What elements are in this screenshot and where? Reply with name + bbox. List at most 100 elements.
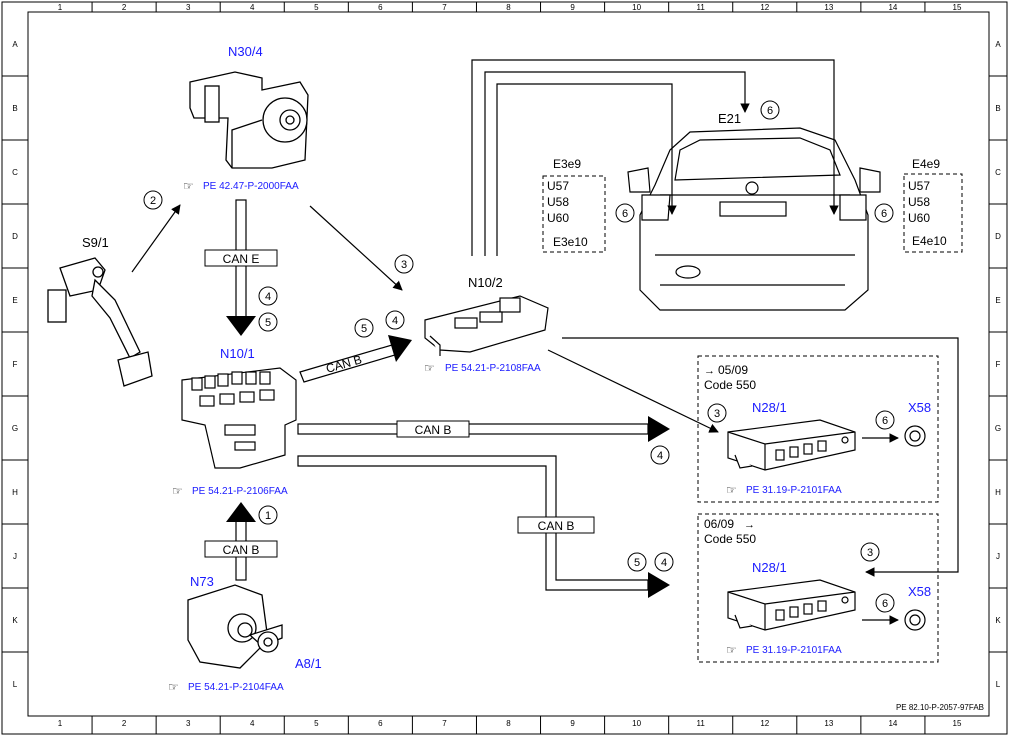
connector-n10-2-e21 xyxy=(471,59,839,256)
grid-col-label: 4 xyxy=(250,719,255,728)
grid-col-label: 13 xyxy=(824,3,833,12)
trailer-module-icon xyxy=(727,579,856,631)
condition-date-bottom: 06/09 xyxy=(704,517,734,531)
vehicle-rear-view-icon xyxy=(627,127,881,311)
step-marker-number: 1 xyxy=(265,510,271,522)
grid-row-label: K xyxy=(995,616,1001,625)
right-tail-lamp-box xyxy=(903,173,963,253)
grid-col-label: 13 xyxy=(824,719,833,728)
grid-row-label: J xyxy=(13,552,17,561)
step-marker-number: 6 xyxy=(767,105,773,117)
right-bulb-u60: U60 xyxy=(908,211,930,225)
trailer-socket-icon xyxy=(904,425,926,447)
grid-row-label: G xyxy=(12,424,18,433)
s9-1-label: S9/1 xyxy=(82,235,109,250)
step-marker-number: 4 xyxy=(661,557,667,569)
grid-col-label: 3 xyxy=(186,719,191,728)
step-marker-number: 6 xyxy=(881,208,887,220)
ignition-switch-icon xyxy=(187,584,283,669)
step-marker-number: 3 xyxy=(401,259,407,271)
n10-2-label: N10/2 xyxy=(468,275,503,290)
grid-row-label: L xyxy=(996,680,1001,689)
grid-row-label: B xyxy=(995,104,1000,113)
grid-row-label: G xyxy=(995,424,1001,433)
grid-row-label: C xyxy=(995,168,1001,177)
step-marker-circle xyxy=(354,318,374,338)
n30-4-ref-link[interactable]: PE 42.47-P-2000FAA xyxy=(203,181,299,192)
can-b-diag-label: CAN B xyxy=(324,352,363,376)
grid-col-label: 9 xyxy=(570,719,575,728)
step-marker-circle xyxy=(760,100,780,120)
grid-row-label: F xyxy=(13,360,18,369)
can-e-bus xyxy=(226,199,256,336)
grid-col-label: 12 xyxy=(760,3,769,12)
ref-icon: ☞ xyxy=(424,361,435,375)
n28-1-bottom-label: N28/1 xyxy=(752,560,787,575)
e3e10-label: E3e10 xyxy=(553,235,588,249)
ref-icon: ☞ xyxy=(168,680,179,694)
step-marker-circle xyxy=(874,203,894,223)
grid-row-label: C xyxy=(12,168,18,177)
arrow-glyph: → xyxy=(704,365,715,377)
n73-ref-link[interactable]: PE 54.21-P-2104FAA xyxy=(188,682,284,693)
step-marker-circle xyxy=(385,310,405,330)
arrow-glyph: → xyxy=(744,519,755,531)
n73-label: N73 xyxy=(190,574,214,589)
ref-icon: ☞ xyxy=(726,483,737,497)
left-bulb-u57: U57 xyxy=(547,179,569,193)
grid-col-label: 6 xyxy=(378,719,383,728)
step-marker-number: 4 xyxy=(392,315,398,327)
step-marker-number: 5 xyxy=(634,557,640,569)
grid-row-label: A xyxy=(12,40,18,49)
step-marker-number: 3 xyxy=(867,547,873,559)
n28-1-variant-0509-box xyxy=(697,355,939,503)
e3e9-label: E3e9 xyxy=(553,157,581,171)
can-b-low-label: CAN B xyxy=(538,519,575,533)
grid-col-label: 4 xyxy=(250,3,255,12)
step-marker-circle xyxy=(860,542,880,562)
can-b-low-label-box xyxy=(517,516,595,534)
n10-1-ref-link[interactable]: PE 54.21-P-2106FAA xyxy=(192,486,288,497)
right-bulb-u57: U57 xyxy=(908,179,930,193)
grid-col-label: 14 xyxy=(888,3,897,12)
n10-2-ref-link[interactable]: PE 54.21-P-2108FAA xyxy=(445,363,541,374)
rear-sam-control-unit-icon xyxy=(424,295,549,356)
can-b-mid-label: CAN B xyxy=(415,423,452,437)
n28-bottom-ref-link[interactable]: PE 31.19-P-2101FAA xyxy=(746,645,842,656)
grid-row-label: D xyxy=(12,232,18,241)
step-marker-circle xyxy=(258,312,278,332)
step-marker-circle xyxy=(143,190,163,210)
grid-row-label: K xyxy=(12,616,18,625)
sam-control-unit-icon xyxy=(181,367,297,469)
ref-icon: ☞ xyxy=(726,643,737,657)
ref-icon: ☞ xyxy=(172,484,183,498)
n28-top-ref-link[interactable]: PE 31.19-P-2101FAA xyxy=(746,485,842,496)
connector-n10-2-n28-top xyxy=(547,349,719,433)
step-marker-number: 4 xyxy=(657,450,663,462)
grid-col-label: 7 xyxy=(442,3,447,12)
grid-row-label: H xyxy=(995,488,1001,497)
n28-1-variant-0609-box xyxy=(697,513,939,663)
condition-date-top: 05/09 xyxy=(718,363,748,377)
grid-col-label: 6 xyxy=(378,3,383,12)
x58-top-label: X58 xyxy=(908,400,931,415)
ref-icon: ☞ xyxy=(183,179,194,193)
grid-row-label: H xyxy=(12,488,18,497)
x58-bottom-label: X58 xyxy=(908,584,931,599)
grid-col-label: 1 xyxy=(58,719,63,728)
grid-col-label: 11 xyxy=(697,719,706,728)
grid-row-label: D xyxy=(995,232,1001,241)
grid-row-label: L xyxy=(13,680,18,689)
grid-col-label: 10 xyxy=(632,3,641,12)
n28-1-top-label: N28/1 xyxy=(752,400,787,415)
step-marker-circle xyxy=(394,254,414,274)
can-b-bus-mid xyxy=(297,416,670,442)
grid-row-label: E xyxy=(995,296,1000,305)
grid-col-label: 15 xyxy=(953,3,962,12)
step-marker-number: 2 xyxy=(150,195,156,207)
step-marker-number: 3 xyxy=(714,408,720,420)
